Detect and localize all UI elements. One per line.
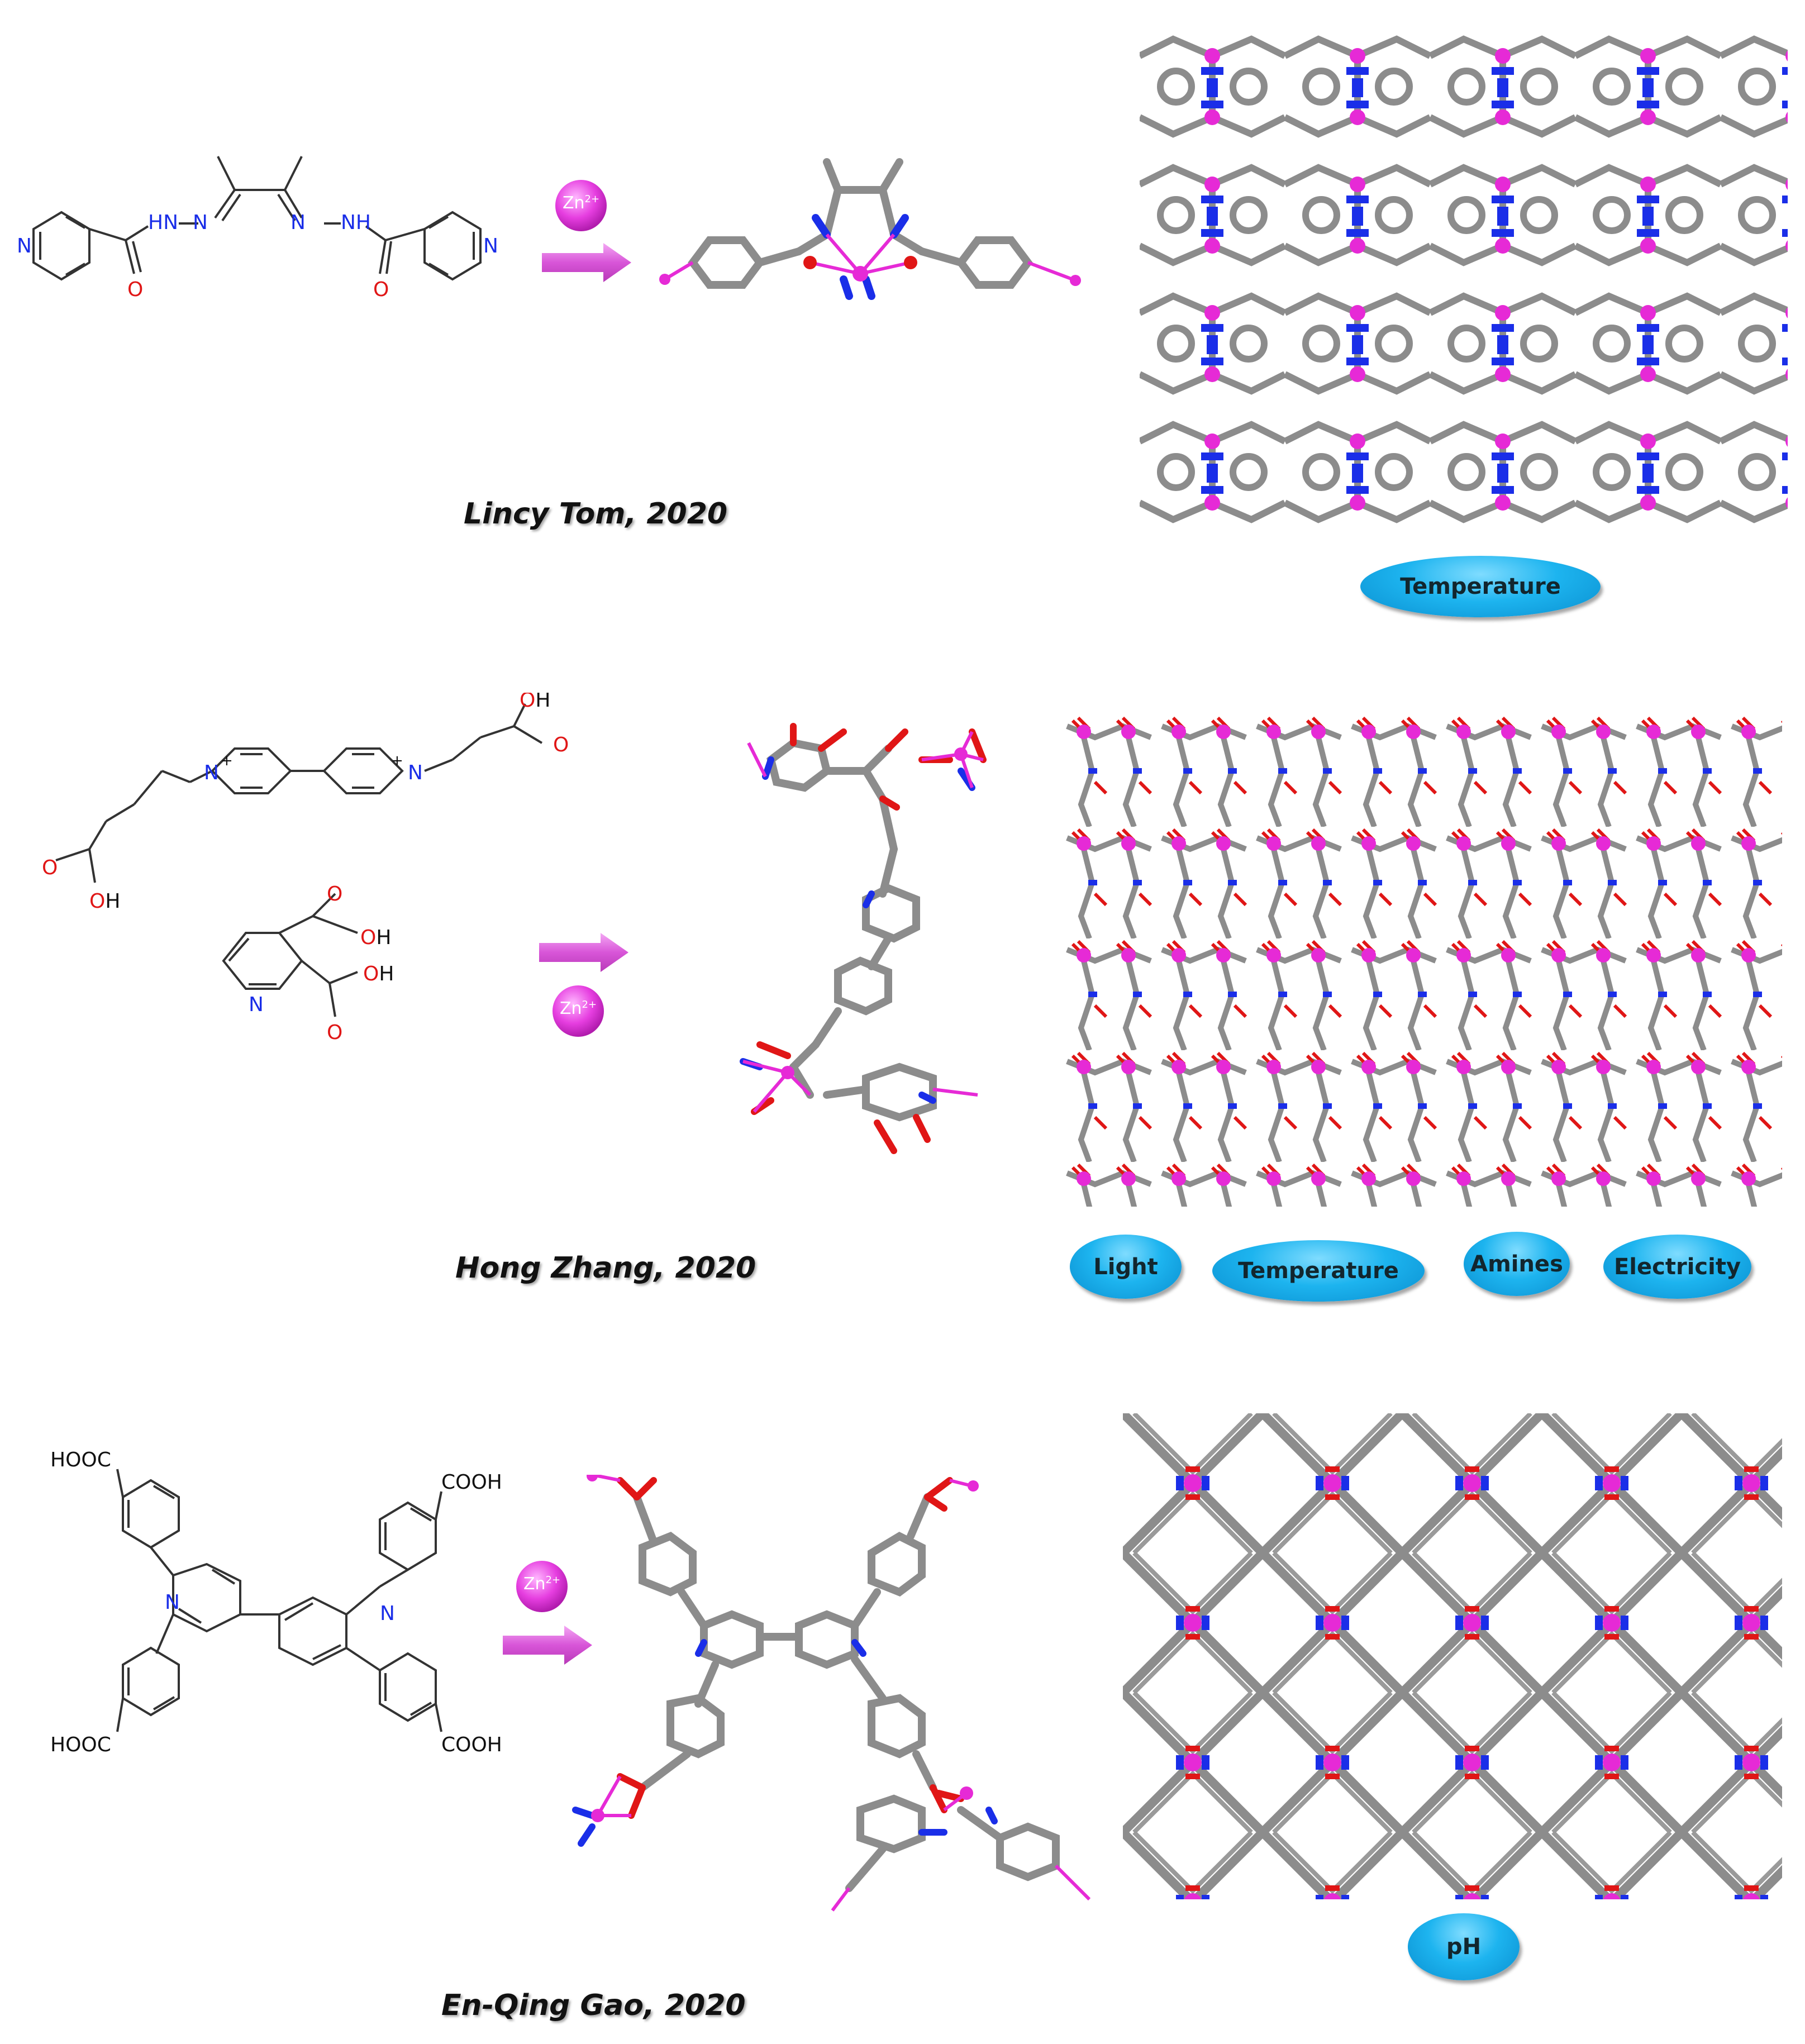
atom-O: O (327, 883, 342, 906)
zn-ion-label: Zn (523, 1574, 546, 1594)
atom-N: N (380, 1602, 395, 1625)
atom-N: N (193, 211, 208, 234)
ligand-1-structure: N HN N N NH O O N (17, 156, 498, 301)
atom-O: O (327, 1021, 342, 1044)
atom-N: N (408, 761, 423, 784)
atom-N: N (249, 993, 264, 1016)
row-2-caption: Hong Zhang, 2020 (455, 1251, 756, 1285)
atom-O: O (373, 278, 389, 301)
atom-O: O (553, 733, 569, 756)
atom-NH: NH (341, 211, 371, 234)
mof-network-3 (1123, 1413, 1782, 1899)
stimulus-temperature: Temperature (1212, 1240, 1425, 1302)
atom-N: N (204, 761, 219, 784)
atom-N: N (17, 235, 32, 258)
group-OH: OH (363, 963, 394, 985)
zn-complex-2 (740, 723, 987, 1154)
row-3-caption: En-Qing Gao, 2020 (441, 1989, 746, 2022)
mof-network-2 (1061, 715, 1782, 1207)
stimulus-temperature: Temperature (1360, 556, 1601, 617)
ligand-2-structure: N + N + O OH O OH N O OH OH O (42, 693, 569, 1044)
stimulus-ph: pH (1408, 1913, 1520, 1980)
stimulus-electricity: Electricity (1603, 1235, 1751, 1299)
atom-N: N (483, 235, 498, 258)
charge-plus: + (221, 752, 233, 769)
group-OH: OH (520, 693, 550, 712)
atom-N: N (290, 211, 306, 234)
group-COOH: COOH (441, 1471, 502, 1494)
group-HOOC: HOOC (50, 1733, 111, 1756)
zn-complex-3 (572, 1475, 1091, 1912)
row-1-caption: Lincy Tom, 2020 (464, 497, 728, 531)
atom-HN: HN (148, 211, 178, 234)
mof-network-1 (1140, 22, 1788, 536)
stimulus-amines: Amines (1464, 1232, 1570, 1296)
atom-O: O (42, 856, 58, 879)
group-OH: OH (360, 926, 391, 949)
group-COOH: COOH (441, 1733, 502, 1756)
reaction-arrow (542, 243, 631, 282)
zn-ion-badge: Zn2+ (553, 178, 609, 234)
zn-complex-1 (659, 158, 1081, 300)
reaction-arrow (503, 1626, 592, 1665)
zn-ion-charge: 2+ (584, 193, 600, 205)
atom-N: N (165, 1591, 180, 1614)
ligand-3-structure: HOOC COOH N N HOOC COOH (50, 1449, 502, 1756)
group-OH: OH (89, 890, 120, 913)
zn-ion-label: Zn (562, 193, 585, 213)
atom-O: O (127, 278, 143, 301)
reaction-arrow (539, 933, 628, 972)
zn-ion-label: Zn (559, 999, 582, 1018)
stimulus-light: Light (1070, 1235, 1182, 1299)
zn-ion-badge: Zn2+ (550, 983, 606, 1039)
zn-ion-badge: Zn2+ (514, 1559, 570, 1614)
zn-ion-charge: 2+ (582, 999, 597, 1011)
zn-ion-charge: 2+ (545, 1574, 561, 1586)
group-HOOC: HOOC (50, 1449, 111, 1471)
charge-plus: + (391, 752, 403, 769)
